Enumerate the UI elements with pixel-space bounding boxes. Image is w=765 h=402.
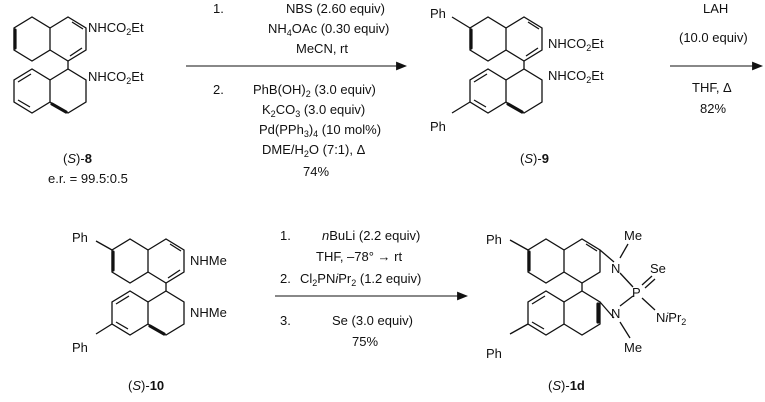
step3-line1: nBuLi (2.2 equiv)	[322, 228, 420, 243]
step3-line4: Se (3.0 equiv)	[332, 313, 413, 328]
compound-1d-label: (S)-1d	[548, 378, 585, 393]
step3-yield: 75%	[352, 334, 378, 349]
c1d-n1: N	[611, 261, 620, 276]
c8-sub2: NHCO2Et	[88, 69, 144, 86]
step2-line3: THF, Δ	[692, 80, 732, 95]
c1d-me2: Me	[624, 340, 642, 355]
step1-line1: NBS (2.60 equiv)	[286, 1, 385, 16]
compound-10-structure	[95, 238, 185, 336]
c1d-ph1: Ph	[486, 232, 502, 247]
compound-8-structure	[13, 16, 87, 114]
compound-8-label: (S)-8	[63, 151, 92, 166]
compound-9-structure	[451, 16, 543, 114]
step1-num2: 2.	[213, 82, 224, 97]
compound-10-label: (S)-10	[128, 378, 164, 393]
step1-yield: 74%	[303, 164, 329, 179]
step1-num1: 1.	[213, 1, 224, 16]
step3-num1: 1.	[280, 228, 291, 243]
c10-sub2: NHMe	[190, 305, 227, 320]
c1d-me1: Me	[624, 228, 642, 243]
c10-ph1: Ph	[72, 230, 88, 245]
c9-ph1: Ph	[430, 6, 446, 21]
c1d-p: P	[632, 285, 641, 300]
step1-line3: MeCN, rt	[296, 41, 348, 56]
step3-num2: 2.	[280, 271, 291, 286]
c1d-ph2: Ph	[486, 346, 502, 361]
c1d-se: Se	[650, 261, 666, 276]
step3-line2: THF, –78° → rt	[316, 249, 402, 264]
step1-line2: NH4OAc (0.30 equiv)	[268, 21, 389, 38]
step1-line7: DME/H2O (7:1), Δ	[262, 142, 366, 159]
compound-8-er: e.r. = 99.5:0.5	[48, 171, 128, 186]
compound-1d-structure	[509, 238, 656, 339]
c1d-n2: N	[611, 306, 620, 321]
step3-line3: Cl2PNiPr2 (1.2 equiv)	[300, 271, 421, 288]
c10-sub1: NHMe	[190, 253, 227, 268]
step1-line5: K2CO3 (3.0 equiv)	[262, 102, 365, 119]
step2-yield: 82%	[700, 101, 726, 116]
c10-ph2: Ph	[72, 340, 88, 355]
compound-9-label: (S)-9	[520, 151, 549, 166]
c9-sub1: NHCO2Et	[548, 36, 604, 53]
step1-line6: Pd(PPh3)4 (10 mol%)	[259, 122, 381, 139]
step2-line1: LAH	[703, 1, 728, 16]
c1d-niPr2: NiPr2	[656, 310, 686, 327]
c9-ph2: Ph	[430, 119, 446, 134]
step1-line4: PhB(OH)2 (3.0 equiv)	[253, 82, 376, 99]
c9-sub2: NHCO2Et	[548, 68, 604, 85]
c8-sub1: NHCO2Et	[88, 20, 144, 37]
step3-num3: 3.	[280, 313, 291, 328]
step2-line2: (10.0 equiv)	[679, 30, 748, 45]
